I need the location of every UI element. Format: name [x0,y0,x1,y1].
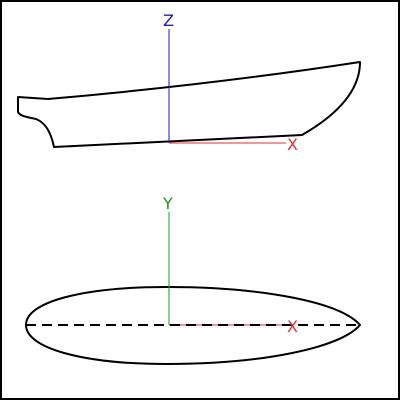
x-axis-label-side: X [287,135,298,154]
z-axis-label: Z [163,11,174,30]
y-axis-label: Y [162,194,173,213]
hull-profile-outline [17,61,361,148]
x-axis-label-top: X [287,317,298,336]
side-view: Z X [17,11,361,154]
top-view: Y X [25,194,361,365]
